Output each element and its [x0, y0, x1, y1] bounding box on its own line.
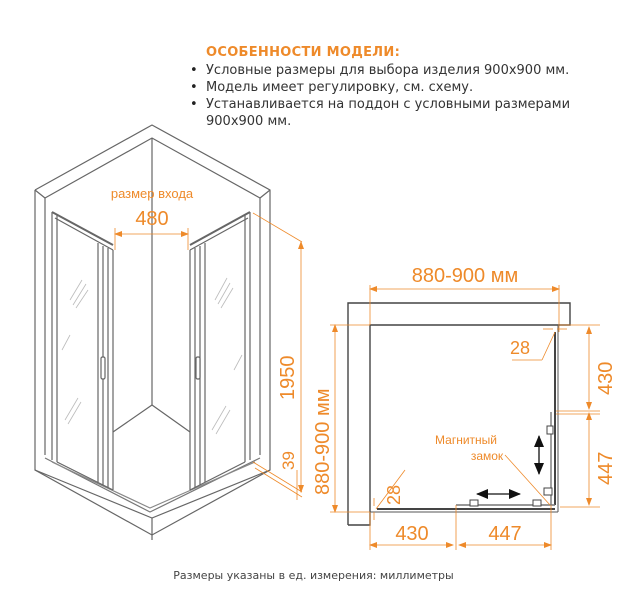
- plan-view: [347, 302, 571, 526]
- feature-item: Устанавливается на поддон с условными ра…: [188, 96, 608, 130]
- magnet-lock-label-line2: замок: [471, 449, 504, 463]
- entry-width-value: 480: [135, 208, 168, 230]
- bottom-profile-value: 28: [384, 485, 404, 505]
- plan-width-value: 880-900 мм: [412, 265, 518, 287]
- glass-reflection: [61, 277, 243, 435]
- feature-item: Модель имеет регулировку, см. схему.: [188, 79, 608, 96]
- bottom-door-value: 447: [488, 523, 521, 545]
- plan-depth-value: 880-900 мм: [312, 389, 334, 495]
- isometric-view: [34, 124, 271, 540]
- isometric-dimensions: [114, 212, 304, 500]
- feature-item: Условные размеры для выбора изделия 900x…: [188, 62, 608, 79]
- entry-size-label: размер входа: [111, 186, 194, 201]
- magnet-lock-label-line1: Магнитный: [435, 433, 497, 447]
- features-block: ОСОБЕННОСТИ МОДЕЛИ: Условные размеры для…: [188, 44, 608, 130]
- features-list: Условные размеры для выбора изделия 900x…: [188, 62, 608, 130]
- right-door-value: 447: [595, 452, 617, 485]
- right-fixed-value: 430: [595, 362, 617, 395]
- features-title: ОСОБЕННОСТИ МОДЕЛИ:: [206, 45, 401, 60]
- top-profile-value: 28: [510, 338, 530, 358]
- bottom-fixed-value: 430: [395, 523, 428, 545]
- base-height-value: 39: [279, 451, 298, 470]
- plan-dimensions: [330, 285, 600, 550]
- sliding-arrows: [476, 435, 544, 499]
- height-value: 1950: [277, 356, 299, 401]
- units-footnote: Размеры указаны в ед. измерения: миллиме…: [173, 569, 454, 582]
